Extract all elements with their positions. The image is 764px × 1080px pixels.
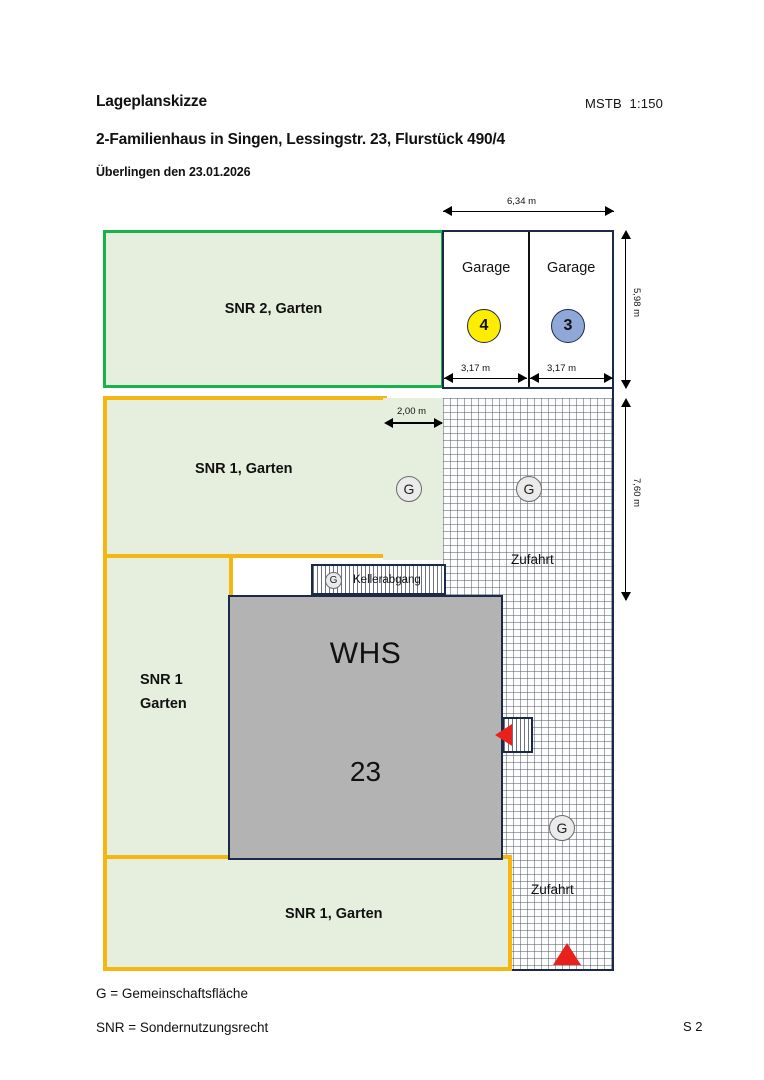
area-snr1-garten-upper: SNR 1, Garten [103,396,387,558]
area-snr1-garten-upper-label: SNR 1, Garten [195,461,293,477]
site-plan-drawing: SNR 2, Garten Garage 4 Garage 3 SNR 1 Ga… [103,196,642,971]
kellerabgang: G Kellerabgang [311,564,446,595]
dim-garage-left-arrow-right [518,373,527,383]
entrance-arrow-icon [495,724,512,746]
area-snr1-garten-left-label-line2: Garten [140,696,187,712]
plot-outline-bottom [443,969,614,971]
dim-garage-depth-arrow-down [621,380,631,389]
dim-garage-left-label: 3,17 m [461,363,491,374]
building-house-number: 23 [349,756,382,787]
dim-garage-depth-arrow-up [621,230,631,239]
dim-zufahrt-depth-arrow-down [621,592,631,601]
plot-outline-right [612,230,614,971]
legend-line-gemeinschaftsflaeche: G = Gemeinschaftsfläche [96,986,248,1001]
zufahrt-upper-label: Zufahrt [511,552,554,567]
garage-left-label: Garage [462,260,511,276]
dim-zufahrt-depth-arrow-up [621,398,631,407]
building-whs-label: WHS [329,637,402,670]
dim-zufahrt-width-arrow-right [434,418,443,428]
scale-label: MSTB 1:150 [585,96,664,111]
dim-garage-depth-label: 5,98 m [631,288,642,318]
driveway-access-arrow-icon [553,943,581,965]
dim-garages-total-arrow-right [605,206,614,216]
area-snr1-garten-bottom-label: SNR 1, Garten [285,906,383,922]
area-snr2-garten-label: SNR 2, Garten [224,301,323,317]
zufahrt-lower-label: Zufahrt [531,882,574,897]
garage-divider [528,232,530,387]
dim-garage-left-line [444,378,527,379]
building-whs: WHS 23 [228,595,503,860]
building-entrance-niche [502,717,533,753]
dim-garage-right-line [530,378,613,379]
dim-zufahrt-depth-line [625,400,626,600]
kellerabgang-label: Kellerabgang [353,574,421,586]
dim-zufahrt-width-line [386,422,442,424]
dim-zufahrt-width-arrow-left [384,418,393,428]
dim-garage-right-arrow-left [530,373,539,383]
property-subtitle: 2-Familienhaus in Singen, Lessingstr. 23… [96,131,505,148]
dim-garage-right-label: 3,17 m [547,363,577,374]
page-title: Lageplanskizze [96,93,207,110]
dim-zufahrt-width-label: 2,00 m [397,406,427,417]
dim-garage-right-arrow-right [604,373,613,383]
legend-line-sondernutzungsrecht: SNR = Sondernutzungsrecht [96,1020,269,1035]
gemeinschaftsflaeche-marker-yard: G [396,476,422,502]
page-number: S 2 [683,1019,703,1034]
dim-zufahrt-depth-label: 7,60 m [631,478,642,508]
garage-right-marker: 3 [551,309,585,343]
dim-garages-total-label: 6,34 m [507,196,537,207]
date-line: Überlingen den 23.01.2026 [96,165,251,179]
dim-garages-total-line [443,211,614,212]
dim-garage-left-arrow-left [444,373,453,383]
gemeinschaftsflaeche-marker-zufahrt-upper: G [516,476,542,502]
gemeinschaftsflaeche-marker-zufahrt-lower: G [549,815,575,841]
garage-right-label: Garage [547,260,596,276]
area-snr1-garten-bottom: SNR 1, Garten [103,855,512,971]
area-snr1-garten-left-label-line1: SNR 1 [140,672,183,688]
dim-garage-depth-line [625,232,626,388]
gemeinschaftsflaeche-marker-kellerabgang: G [325,572,342,589]
garage-left-marker: 4 [467,309,501,343]
garage-block: Garage 4 Garage 3 [442,230,614,389]
area-snr2-garten: SNR 2, Garten [103,230,444,388]
dim-garages-total-arrow-left [443,206,452,216]
